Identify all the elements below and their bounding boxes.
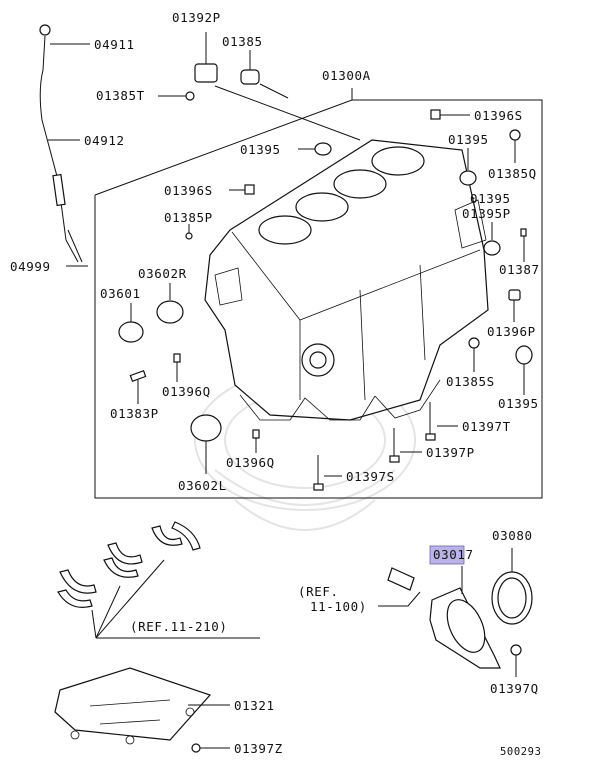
label-ref-11-100-line1: (REF. xyxy=(298,584,339,599)
label-01397S: 01397S xyxy=(346,469,395,484)
plug-guide-line xyxy=(259,83,289,99)
bolt-01397Q xyxy=(510,644,522,656)
plug-01396P xyxy=(508,289,521,301)
label-01396P: 01396P xyxy=(487,324,536,339)
label-01385T: 01385T xyxy=(96,88,145,103)
stud-01383P xyxy=(129,370,147,382)
label-ref-11-210: (REF.11-210) xyxy=(130,619,228,634)
label-03602R: 03602R xyxy=(138,266,187,281)
leader-ref-11-100 xyxy=(378,591,421,607)
highlight-03017 xyxy=(429,545,465,565)
label-04912: 04912 xyxy=(84,133,125,148)
bolt-01397S xyxy=(313,455,324,491)
leader-shell-2 xyxy=(95,585,121,639)
label-01396S-left: 01396S xyxy=(164,183,213,198)
plug-01395P xyxy=(483,240,501,256)
bolt-01397P xyxy=(389,428,400,463)
bearing-shells xyxy=(57,521,201,608)
label-01385Q: 01385Q xyxy=(488,166,537,181)
bearing-03601 xyxy=(118,321,144,343)
plug-01385 xyxy=(240,50,260,85)
rear-plate-01321 xyxy=(54,667,212,745)
label-03601: 03601 xyxy=(100,286,141,301)
label-04999: 04999 xyxy=(10,259,51,274)
bearing-03602L xyxy=(190,414,222,442)
plug-01396S-top xyxy=(430,109,441,120)
bolt-01397Z xyxy=(191,743,201,753)
plug-01385Q xyxy=(509,129,521,141)
plug-01396Q-a xyxy=(173,353,181,363)
oil-level-gauge xyxy=(39,24,83,263)
block-frame xyxy=(94,99,543,499)
plug-01395-a xyxy=(314,142,332,156)
label-01385: 01385 xyxy=(222,34,263,49)
label-03602L: 03602L xyxy=(178,478,227,493)
ref-arrow-tag xyxy=(387,567,415,591)
label-04911: 04911 xyxy=(94,37,135,52)
leader-shell-3 xyxy=(95,559,165,639)
plug-01385P xyxy=(185,232,193,240)
label-01392P: 01392P xyxy=(172,10,221,25)
plug-01396Q-b xyxy=(252,429,260,439)
dowel-guide-line xyxy=(214,85,361,141)
label-01383P: 01383P xyxy=(110,406,159,421)
label-01395-d: 01395 xyxy=(498,396,539,411)
label-01300A: 01300A xyxy=(322,68,371,83)
label-01395-c: 01395 xyxy=(470,191,511,206)
label-01321: 01321 xyxy=(234,698,275,713)
label-01387: 01387 xyxy=(499,262,540,277)
label-01395P: 01395P xyxy=(462,206,511,221)
label-01397T: 01397T xyxy=(462,419,511,434)
label-01397Q: 01397Q xyxy=(490,681,539,696)
plug-01395-b xyxy=(459,170,477,186)
label-01395-a: 01395 xyxy=(240,142,281,157)
label-03080: 03080 xyxy=(492,528,533,543)
label-01396Q-b: 01396Q xyxy=(226,455,275,470)
diagram-number: 500293 xyxy=(500,746,542,758)
plug-01396S-left xyxy=(244,184,255,195)
label-01396Q-a: 01396Q xyxy=(162,384,211,399)
label-01385S: 01385S xyxy=(446,374,495,389)
label-01385P: 01385P xyxy=(164,210,213,225)
plug-01385T xyxy=(185,91,195,101)
label-ref-11-100-line2: 11-100) xyxy=(310,599,367,614)
label-01395-b: 01395 xyxy=(448,132,489,147)
oil-seal-03080 xyxy=(491,571,533,625)
leader-shell-1 xyxy=(91,609,97,639)
plug-01385S xyxy=(468,337,480,349)
dowel-pin-01392P xyxy=(194,32,218,83)
bearing-03602R xyxy=(156,300,184,324)
cylinder-block xyxy=(204,139,489,421)
bolt-01397T xyxy=(425,402,436,441)
label-01397P: 01397P xyxy=(426,445,475,460)
label-01396S-top: 01396S xyxy=(474,108,523,123)
label-03017: 03017 xyxy=(433,547,474,562)
oil-seal-case xyxy=(429,587,501,669)
pin-01387 xyxy=(520,228,527,237)
label-01397Z: 01397Z xyxy=(234,741,283,756)
plug-01395-d xyxy=(515,345,533,365)
